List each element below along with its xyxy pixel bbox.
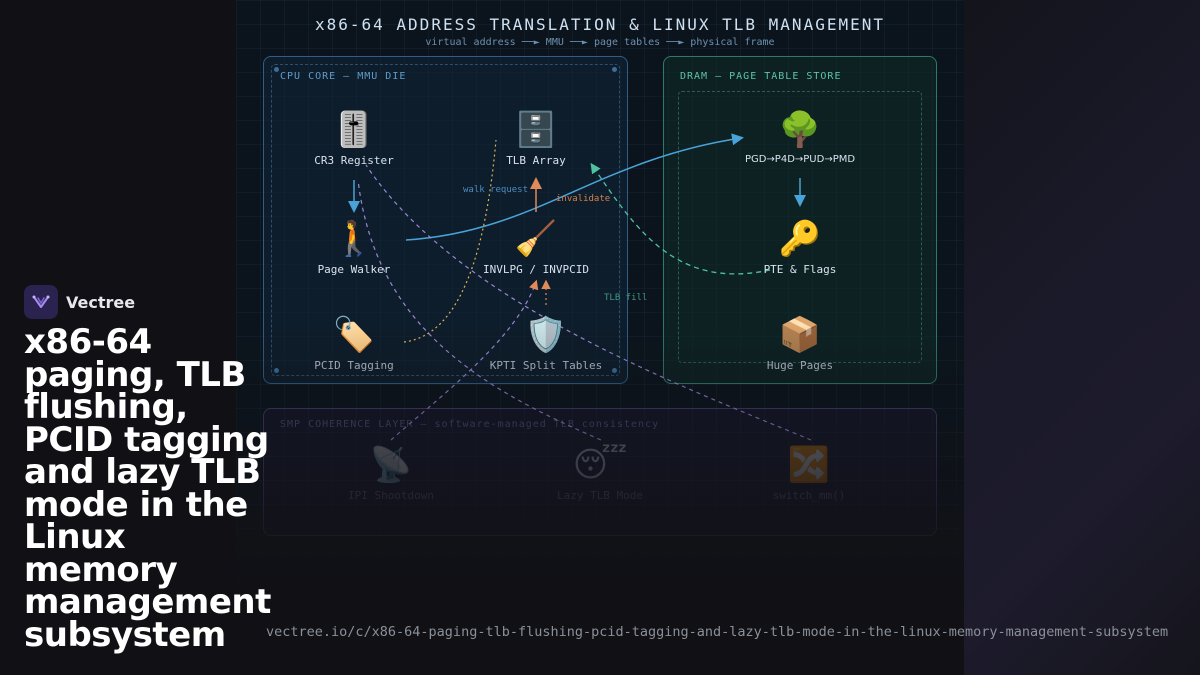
- node-label: CR3 Register: [314, 154, 394, 167]
- sleeping-face-icon: 😴: [572, 445, 628, 485]
- node-switch-mm[interactable]: 🔀 switch_mm(): [739, 443, 879, 502]
- node-pcid-tagging[interactable]: 🏷️ PCID Tagging: [284, 313, 424, 372]
- diagram-canvas: x86-64 ADDRESS TRANSLATION & LINUX TLB M…: [236, 0, 964, 675]
- node-cr3-register[interactable]: 🎚️ CR3 Register: [284, 108, 424, 167]
- brand[interactable]: Vectree: [24, 285, 135, 319]
- vectree-logo-icon: [24, 285, 58, 319]
- shield-icon: 🛡️: [524, 315, 568, 355]
- node-label: Page Walker: [317, 263, 391, 276]
- node-lazy-tlb-mode[interactable]: 😴 Lazy TLB Mode: [530, 443, 670, 502]
- shuffle-icon: 🔀: [787, 445, 831, 485]
- edge-label-walk-request: walk request: [463, 185, 529, 195]
- node-label: PTE & Flags: [763, 263, 837, 276]
- walking-person-icon: 🚶: [332, 219, 376, 259]
- tree-icon: 🌳: [778, 110, 822, 150]
- background-gradient: [960, 0, 1200, 675]
- page-headline: x86-64 paging, TLB flushing, PCID taggin…: [24, 322, 271, 655]
- node-label: Lazy TLB Mode: [556, 489, 644, 502]
- edge-switch-to-cr3: [365, 164, 812, 441]
- node-huge-pages[interactable]: 📦 Huge Pages: [730, 313, 870, 372]
- tag-icon: 🏷️: [332, 315, 376, 355]
- node-page-walker[interactable]: 🚶 Page Walker: [284, 217, 424, 276]
- node-label: TLB Array: [506, 154, 566, 167]
- brand-name: Vectree: [66, 292, 136, 312]
- package-icon: 📦: [778, 315, 822, 355]
- node-pte-flags[interactable]: 🔑 PTE & Flags: [730, 217, 870, 276]
- node-kpti-split-tables[interactable]: 🛡️ KPTI Split Tables: [476, 313, 616, 372]
- key-icon: 🔑: [778, 219, 822, 259]
- node-label: INVLPG / INVPCID: [483, 263, 589, 276]
- broom-icon: 🧹: [514, 219, 558, 259]
- node-tlb-array[interactable]: 🗄️ TLB Array: [466, 108, 606, 167]
- file-cabinet-icon: 🗄️: [514, 110, 558, 150]
- node-page-table-levels[interactable]: 🌳 PGD→P4D→PUD→PMD: [730, 108, 870, 165]
- slider-icon: 🎚️: [332, 110, 376, 150]
- node-label: IPI Shootdown: [347, 489, 435, 502]
- page-url[interactable]: vectree.io/c/x86-64-paging-tlb-flushing-…: [266, 624, 1169, 640]
- node-label: switch_mm(): [772, 489, 846, 502]
- node-label: KPTI Split Tables: [489, 359, 603, 372]
- node-label: PGD→P4D→PUD→PMD: [744, 154, 856, 165]
- edge-label-tlb-fill: TLB fill: [604, 293, 648, 303]
- node-ipi-shootdown[interactable]: 📡 IPI Shootdown: [321, 443, 461, 502]
- node-label: Huge Pages: [766, 359, 834, 372]
- node-invlpg-invpcid[interactable]: 🧹 INVLPG / INVPCID: [466, 217, 606, 276]
- edge-label-invalidate: invalidate: [556, 194, 611, 204]
- node-label: PCID Tagging: [314, 359, 394, 372]
- satellite-dish-icon: 📡: [369, 445, 413, 485]
